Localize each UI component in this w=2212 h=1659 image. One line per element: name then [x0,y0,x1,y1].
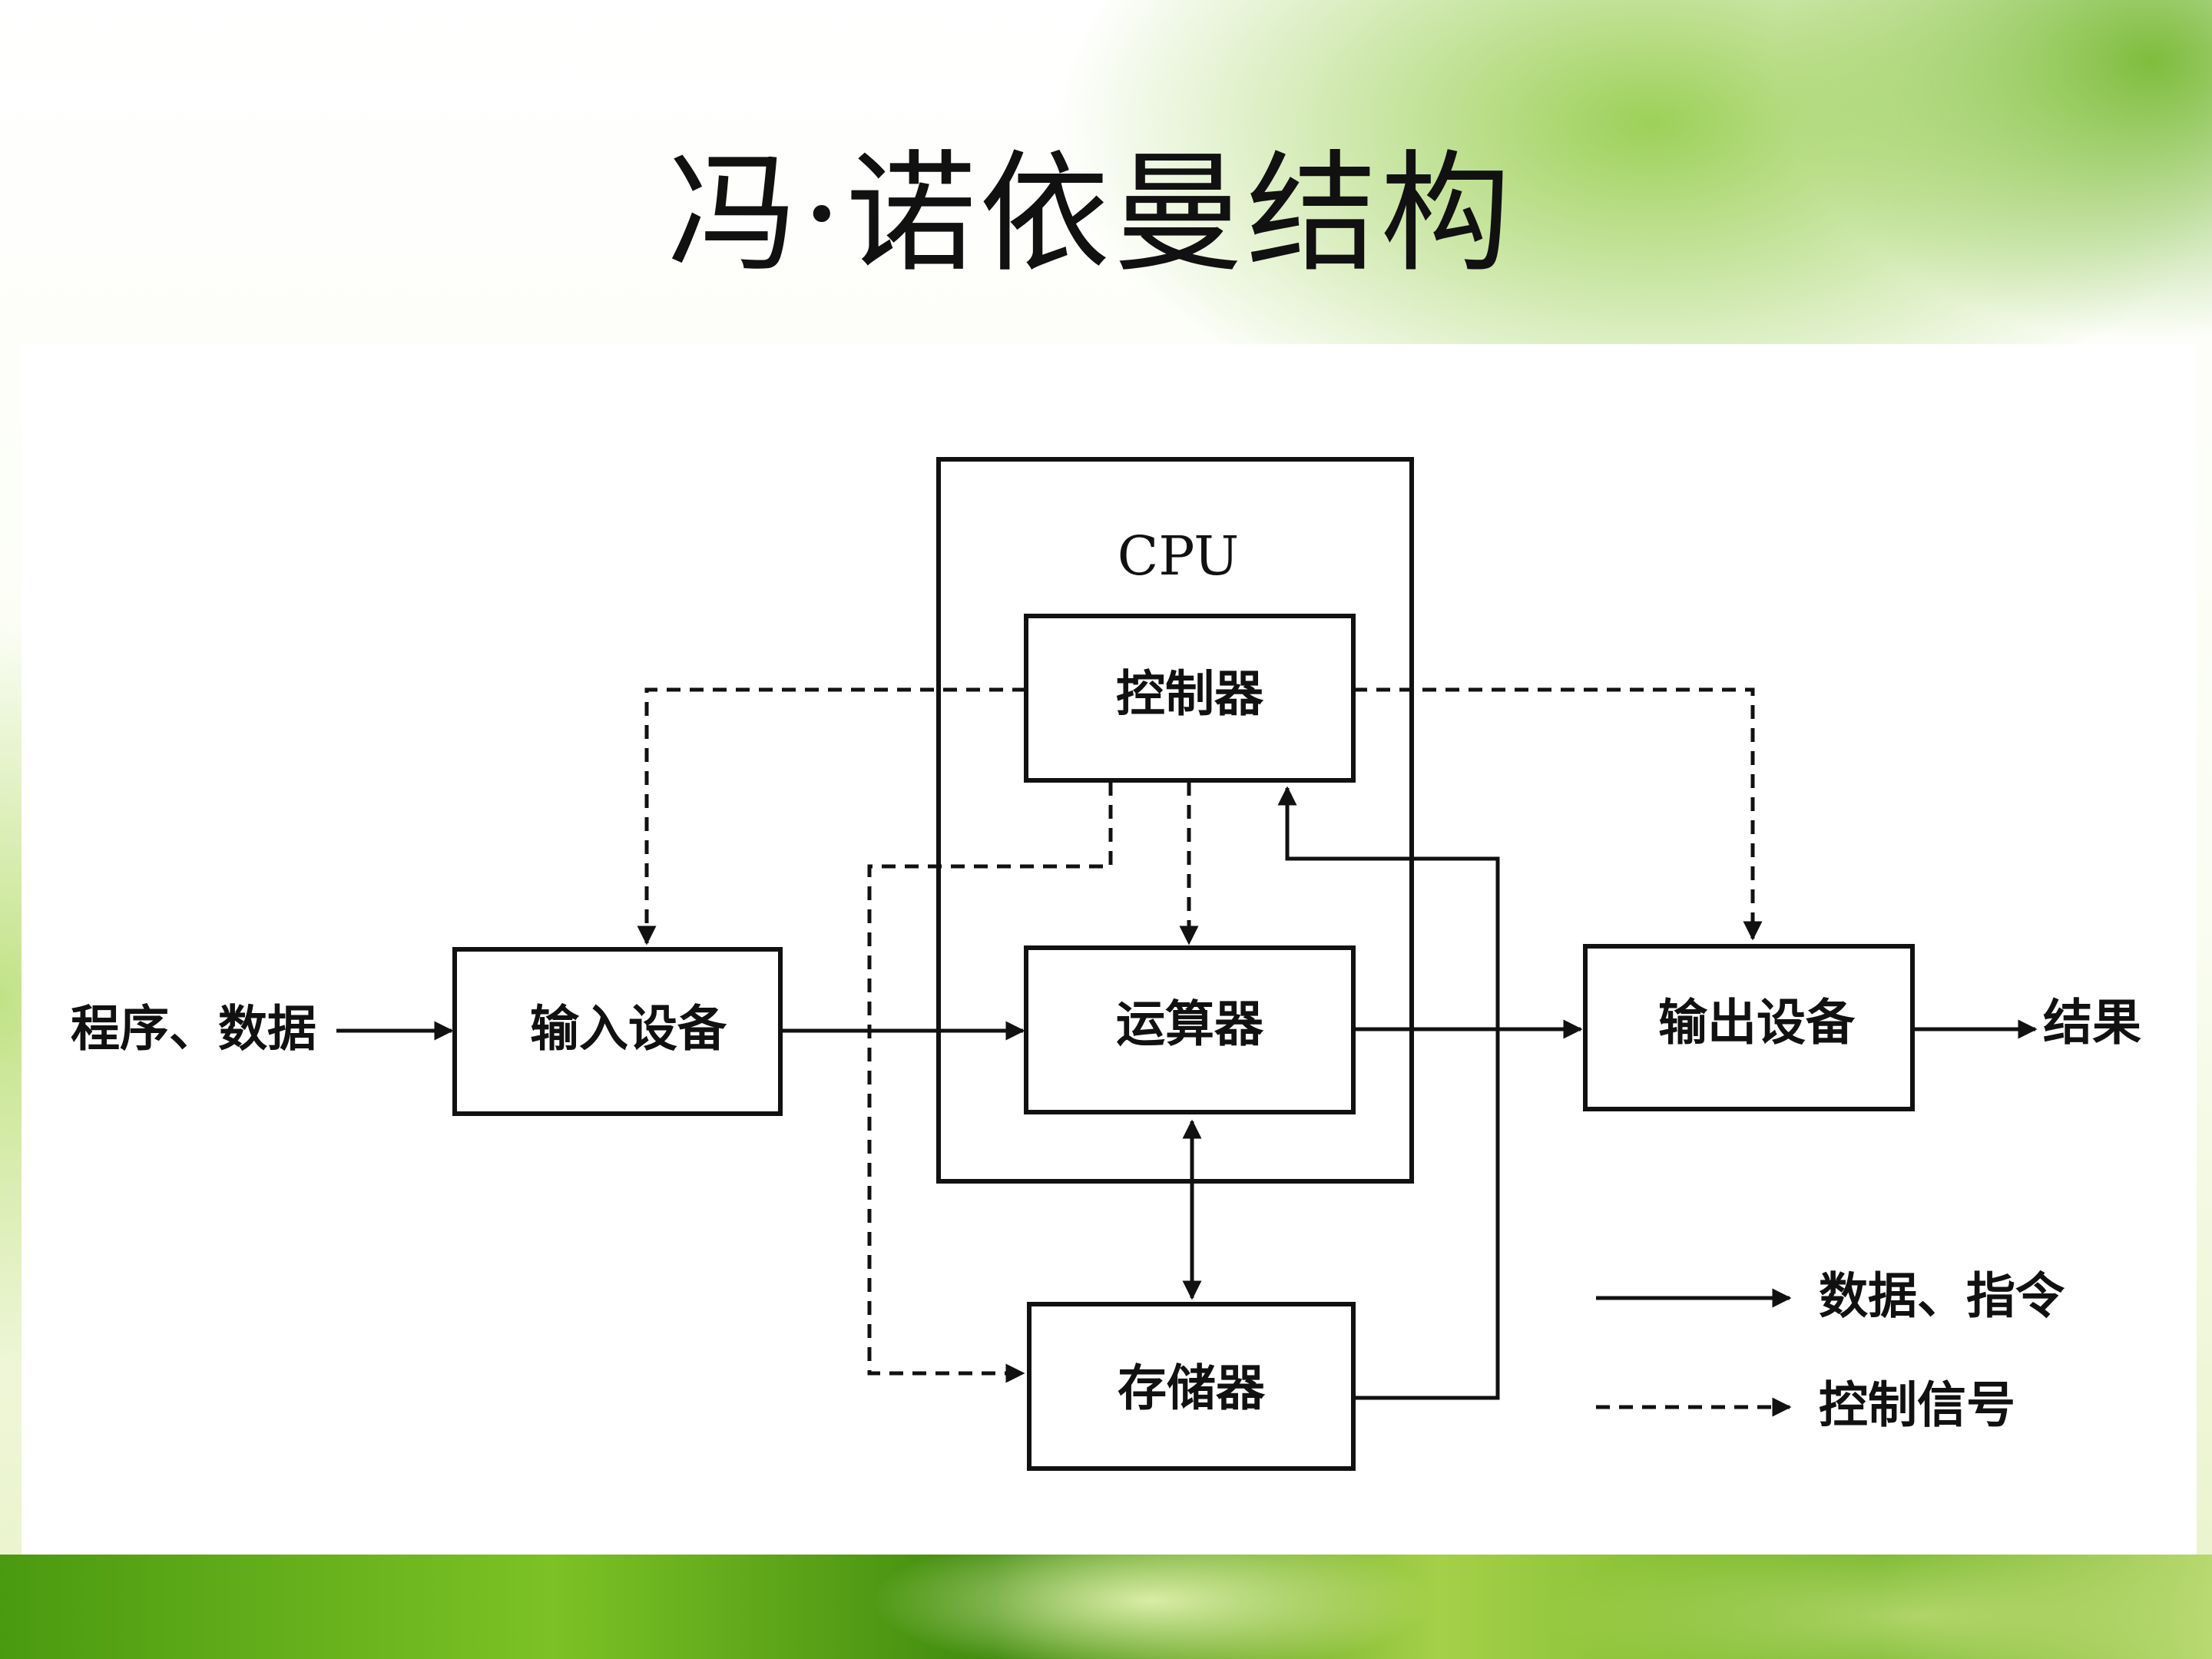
cpu-label: CPU [1118,525,1239,588]
legend-dashed-label: 控制信号 [1819,1378,2015,1435]
output-device-label: 输出设备 [1658,995,1856,1052]
alu-box [1024,945,1356,1114]
decorative-bottom-band [0,1555,2212,1659]
output-device-box [1583,944,1915,1111]
slide-title: 冯·诺依曼结构 [0,108,2212,296]
memory-label: 存储器 [1118,1361,1266,1418]
controller-box [1024,614,1356,783]
control-to-memory-line [867,782,1113,1383]
memory-to-controller-line [1277,786,1500,1400]
input-device-label: 输入设备 [530,1002,727,1058]
control-to-input-line [637,687,1026,945]
input-device-box [452,947,783,1116]
legend-solid-label: 数据、指令 [1819,1269,2065,1326]
output-result-label: 结果 [2043,995,2141,1052]
control-to-output-line [1353,687,1763,941]
input-source-label: 程序、数据 [71,1002,316,1058]
memory-box [1027,1302,1356,1471]
alu-label: 运算器 [1116,997,1264,1054]
controller-label: 控制器 [1116,667,1264,724]
slide-title-text: 冯·诺依曼结构 [667,138,1515,290]
cpu-boundary [936,457,1414,1184]
